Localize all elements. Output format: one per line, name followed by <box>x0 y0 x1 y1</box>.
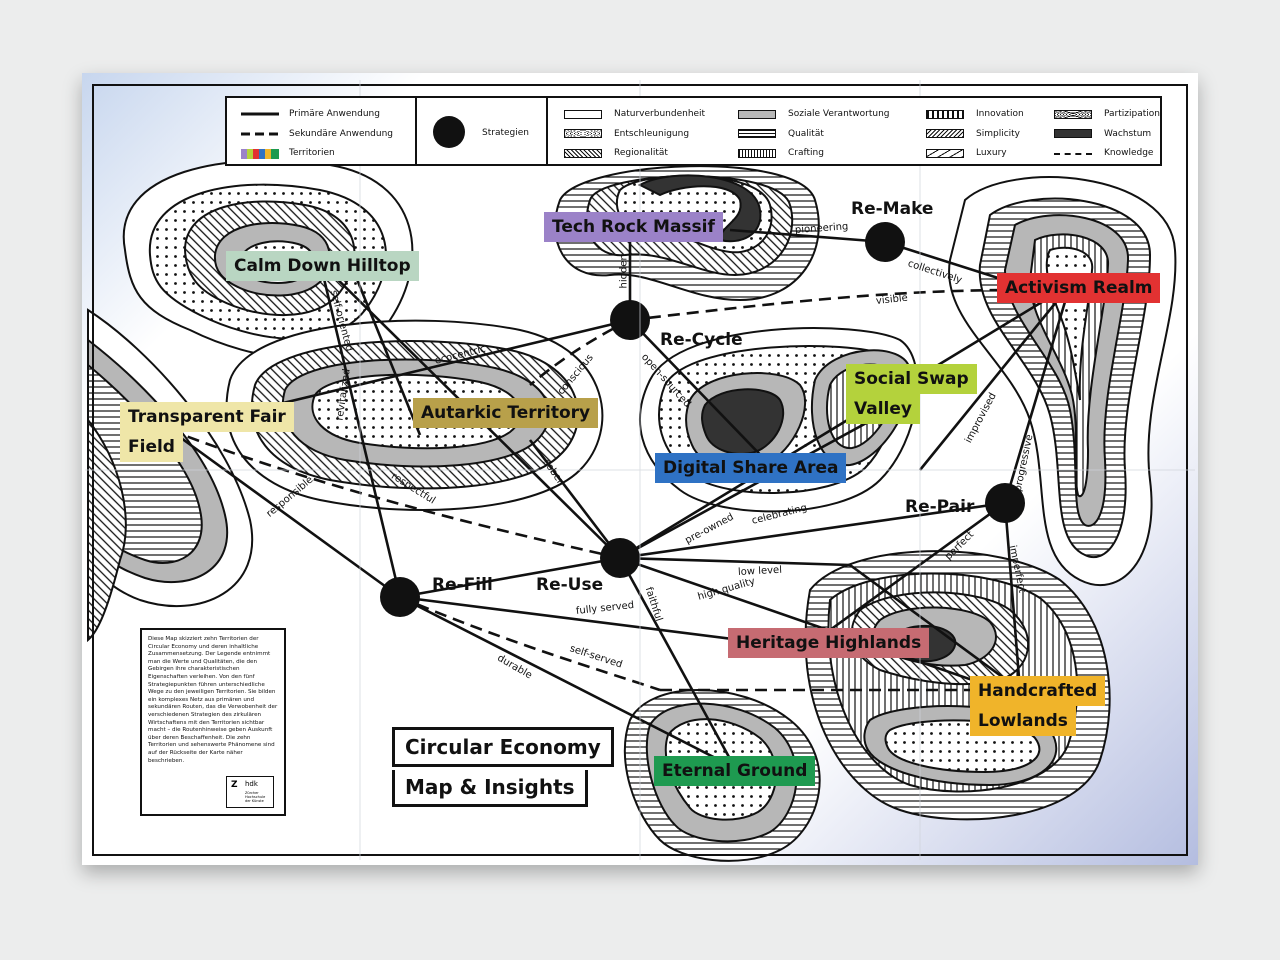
legend-primary-label: Primäre Anwendung <box>289 109 380 119</box>
legend-pattern-label: Luxury <box>976 148 1007 158</box>
territory-social-swap-line2: Valley <box>846 394 920 424</box>
pattern-swatch-icon <box>1054 129 1092 138</box>
pattern-swatch-icon <box>564 149 602 158</box>
route-line-samples <box>241 112 279 159</box>
pattern-swatch-icon <box>926 110 964 119</box>
map-legend: Primäre Anwendung Sekundäre Anwendung Te… <box>225 96 1162 166</box>
map-description-text: Diese Map skizziert zehn Territorien der… <box>148 636 278 764</box>
legend-secondary-label: Sekundäre Anwendung <box>289 129 394 139</box>
territory-transparent-fair-line1: Transparent Fair <box>120 402 294 432</box>
territory-activism-realm: Activism Realm <box>997 273 1161 303</box>
territory-transparent-fair-line2: Field <box>120 432 183 462</box>
legend-pattern-label: Soziale Verantwortung <box>788 109 890 119</box>
territory-tech-rock-massif: Tech Rock Massif <box>544 212 723 242</box>
legend-pattern-label: Partizipation <box>1104 109 1160 119</box>
territory-calm-down-hilltop: Calm Down Hilltop <box>226 251 419 281</box>
legend-routes: Primäre Anwendung Sekundäre Anwendung Te… <box>227 98 417 164</box>
pattern-swatch-icon <box>738 110 776 119</box>
pattern-swatch-icon <box>926 149 964 158</box>
route-label: low level <box>737 564 783 578</box>
fold-lines <box>85 80 1195 860</box>
logo-subtitle: Zürcher Hochschule der Künste <box>245 791 266 803</box>
pattern-swatch-icon <box>1054 110 1092 119</box>
route-label: hidden <box>618 254 630 289</box>
legend-pattern-label: Simplicity <box>976 129 1020 139</box>
territory-heritage-highlands: Heritage Highlands <box>728 628 930 658</box>
logo-mark: Z <box>231 780 238 790</box>
legend-strategies-label: Strategien <box>482 128 529 138</box>
primary-routes <box>169 228 1072 770</box>
secondary-routes <box>169 288 1021 692</box>
zhdk-logo: Z hdk Zürcher Hochschule der Künste <box>226 776 274 808</box>
legend-territories-label: Territorien <box>289 148 335 158</box>
legend-pattern-label: Crafting <box>788 148 824 158</box>
territory-eternal-ground: Eternal Ground <box>654 756 816 786</box>
legend-pattern-label: Entschleunigung <box>614 129 690 139</box>
pattern-swatch-icon <box>926 129 964 138</box>
strategy-re-use: Re-Use <box>536 575 604 595</box>
legend-pattern-label: Knowledge <box>1104 148 1154 158</box>
pattern-swatch-icon <box>564 129 602 138</box>
strategy-re-pair: Re-Pair <box>905 497 975 517</box>
pattern-swatch-icon <box>1054 153 1092 155</box>
legend-pattern-label: Innovation <box>976 109 1024 119</box>
legend-pattern-label: Regionalität <box>614 148 668 158</box>
territory-social-swap-line1: Social Swap <box>846 364 977 394</box>
legend-pattern-label: Qualität <box>788 129 824 139</box>
territory-digital-share-area: Digital Share Area <box>655 453 847 483</box>
pattern-swatch-icon <box>564 110 602 119</box>
pattern-swatch-icon <box>738 149 776 158</box>
strategy-dot-icon <box>433 116 465 148</box>
strategy-re-cycle: Re-Cycle <box>660 330 743 350</box>
territory-handcrafted-line2: Lowlands <box>970 706 1076 736</box>
logo-name: hdk <box>245 780 258 788</box>
legend-pattern-label: Wachstum <box>1104 129 1152 139</box>
territory-handcrafted-line1: Handcrafted <box>970 676 1106 706</box>
territory-autarkic: Autarkic Territory <box>413 398 599 428</box>
strategy-re-fill: Re-Fill <box>432 575 493 595</box>
legend-pattern-label: Naturverbundenheit <box>614 109 706 119</box>
map-title-line2: Map & Insights <box>392 770 588 807</box>
pattern-swatch-icon <box>738 129 776 138</box>
legend-patterns: Naturverbundenheit Entschleunigung Regio… <box>548 98 1164 164</box>
map-title-line1: Circular Economy <box>392 727 614 767</box>
strategy-re-make: Re-Make <box>851 199 934 219</box>
legend-strategies: Strategien <box>417 98 548 164</box>
